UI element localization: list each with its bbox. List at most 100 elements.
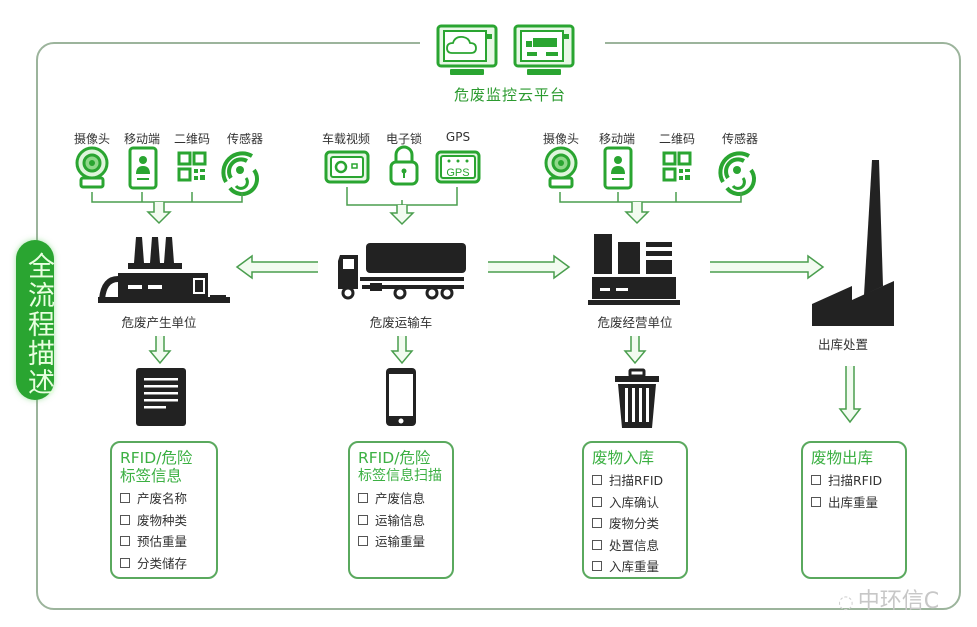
card-item-text: 产废信息: [375, 491, 426, 506]
down-arrow: [623, 336, 647, 365]
warehouse-icon: [588, 234, 680, 305]
smartphone-icon: [386, 368, 416, 426]
dashcam-icon: [324, 150, 370, 184]
card-item: 产废信息: [358, 488, 444, 510]
checkbox-icon: [120, 514, 130, 525]
right-arrow: [710, 254, 825, 280]
card-item-text: 扫描RFID: [609, 473, 664, 488]
webcam-icon: [75, 146, 109, 189]
checkbox-icon: [811, 496, 821, 507]
down-arrow: [390, 336, 414, 365]
card-item: 入库重量: [592, 556, 678, 578]
checkbox-icon: [811, 475, 821, 485]
device-connector: [346, 187, 458, 226]
info-card-operator: 废物入库 扫描RFID 入库确认 废物分类 处置信息 入库重量: [582, 441, 688, 579]
wechat-icon: ◌: [838, 592, 854, 613]
card-item-text: 废物种类: [137, 512, 188, 528]
card-item: 运输重量: [358, 531, 444, 553]
card-item: 废物分类: [592, 513, 678, 535]
device-label: 移动端: [123, 132, 160, 146]
info-card-generator: RFID/危险 标签信息 产废名称 废物种类 预估重量 分类储存: [110, 441, 218, 579]
side-label-text: 全流程描述: [23, 251, 54, 397]
gps-icon: GPS: [435, 150, 481, 184]
watermark-text: 中环信C: [857, 589, 940, 614]
card-item: 扫描RFID: [592, 470, 678, 492]
device-connector: [91, 192, 243, 225]
stage-name: 危废运输车: [369, 315, 433, 330]
checkbox-icon: [120, 493, 130, 503]
checkbox-icon: [592, 561, 602, 571]
card-item: 扫描RFID: [811, 470, 897, 492]
down-arrow: [838, 366, 862, 424]
info-card-disposal: 废物出库 扫描RFID 出库重量: [801, 441, 907, 579]
truck-icon: [338, 243, 466, 300]
sensor-signal-icon: [221, 151, 259, 196]
checkbox-icon: [592, 539, 602, 550]
device-label: GPS: [445, 130, 471, 144]
card-item: 分类储存: [120, 553, 208, 575]
card-item: 废物种类: [120, 510, 208, 532]
device-label: 传感器: [721, 132, 758, 146]
side-label-pill: 全流程描述: [16, 240, 54, 400]
card-title-line: RFID/危险: [358, 449, 431, 467]
card-title-line: 废物出库: [811, 449, 874, 467]
stage-name: 危废产生单位: [121, 315, 197, 330]
card-item: 运输信息: [358, 510, 444, 532]
stage-name: 危废经营单位: [597, 315, 673, 330]
checkbox-icon: [358, 536, 368, 546]
qr-code-icon: [662, 151, 692, 182]
card-item-text: 入库重量: [609, 559, 660, 574]
card-item: 入库确认: [592, 492, 678, 514]
card-title-line: 标签信息: [120, 467, 183, 485]
card-title-line: 废物入库: [592, 449, 655, 467]
device-label: 二维码: [173, 132, 210, 146]
checkbox-icon: [120, 536, 130, 546]
qr-code-icon: [177, 151, 207, 182]
card-item-text: 扫描RFID: [828, 473, 883, 488]
right-arrow: [488, 254, 571, 280]
card-item-text: 分类储存: [137, 555, 188, 571]
card-item-text: 运输信息: [375, 512, 426, 528]
card-title-line: 标签信息扫描: [358, 468, 442, 484]
chimney-plant-icon: [812, 160, 894, 326]
truck-monitor-icon: [513, 24, 575, 75]
cloud-monitor-icon: [436, 24, 498, 75]
sensor-signal-icon: [718, 151, 756, 196]
platform-title: 危废监控云平台: [453, 86, 566, 104]
watermark: ◌中环信C: [838, 583, 939, 615]
card-item: 出库重量: [811, 492, 897, 514]
device-label: 摄像头: [542, 132, 579, 146]
mobile-user-icon: [603, 146, 633, 190]
card-item-text: 预估重量: [137, 534, 188, 549]
trash-bin-icon: [615, 368, 659, 428]
checkbox-icon: [592, 518, 602, 528]
device-connector: [559, 192, 742, 225]
card-item: 处置信息: [592, 535, 678, 557]
padlock-icon: [389, 145, 419, 186]
gps-text: GPS: [446, 167, 469, 179]
device-label: 传感器: [226, 132, 263, 146]
stage-name: 出库处置: [817, 337, 868, 352]
card-item: 预估重量: [120, 531, 208, 553]
checkbox-icon: [592, 496, 602, 507]
factory-icon: [98, 237, 230, 303]
device-label: 移动端: [598, 132, 635, 146]
card-item-text: 处置信息: [609, 537, 660, 553]
card-item-text: 产废名称: [137, 491, 188, 506]
left-arrow: [235, 254, 318, 280]
checkbox-icon: [592, 475, 602, 485]
card-item-text: 废物分类: [609, 516, 660, 531]
webcam-icon: [544, 146, 578, 189]
card-item-text: 运输重量: [375, 534, 426, 549]
checkbox-icon: [358, 514, 368, 525]
info-card-transport: RFID/危险 标签信息扫描 产废信息 运输信息 运输重量: [348, 441, 454, 579]
down-arrow: [148, 336, 172, 365]
checkbox-icon: [120, 557, 130, 568]
checkbox-icon: [358, 493, 368, 503]
card-item-text: 入库确认: [609, 494, 660, 510]
device-label: 车载视频: [321, 132, 370, 146]
mobile-user-icon: [128, 146, 158, 190]
card-item-text: 出库重量: [828, 494, 879, 510]
card-item: 产废名称: [120, 488, 208, 510]
device-label: 二维码: [658, 132, 695, 146]
